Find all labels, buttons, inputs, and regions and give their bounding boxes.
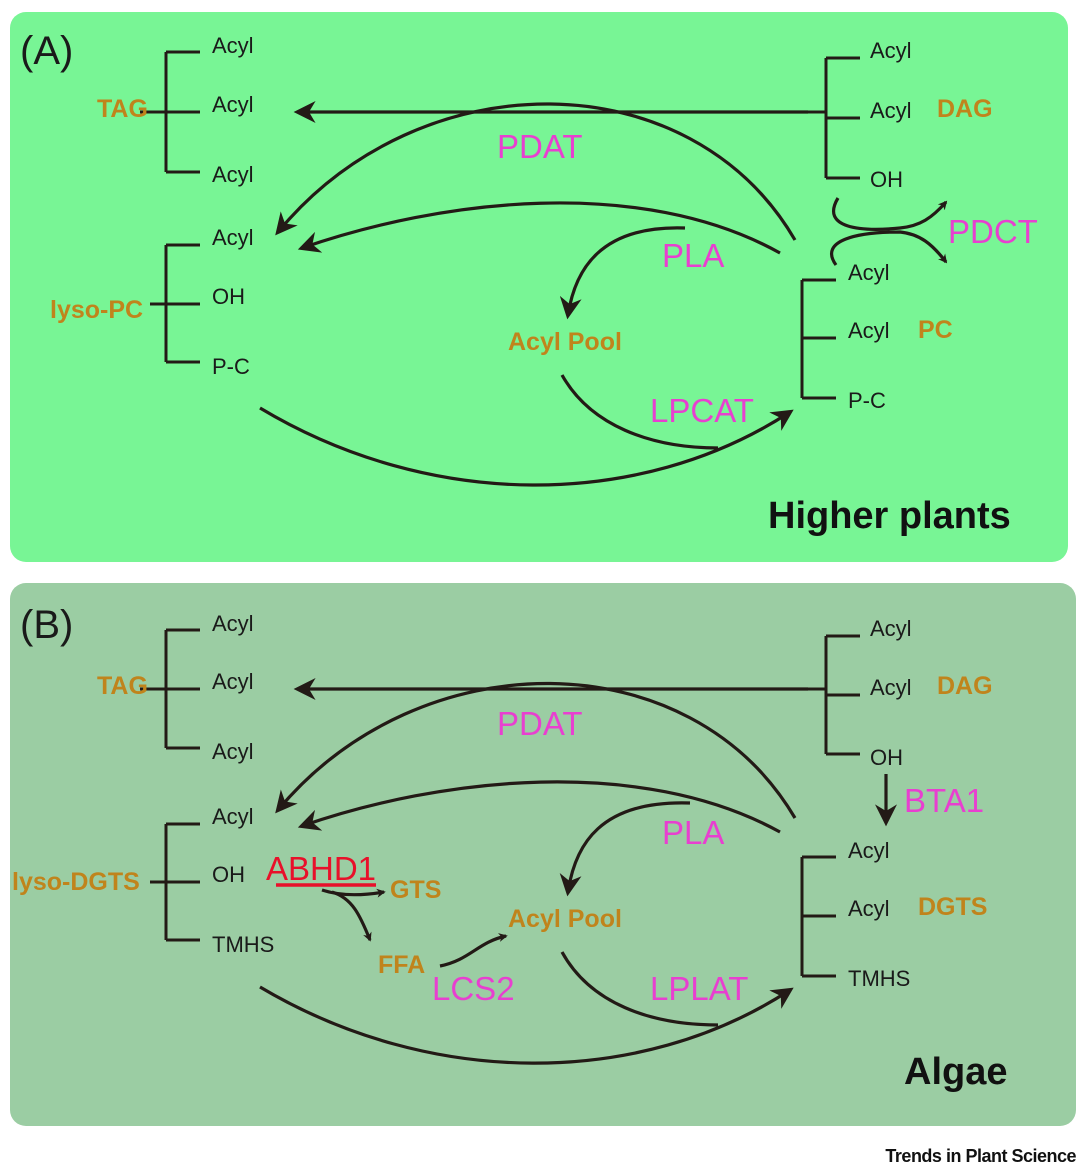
tag-chain-3: Acyl bbox=[212, 162, 254, 187]
pc-chain-3: P-C bbox=[848, 388, 886, 413]
dgts-chain-1: Acyl bbox=[848, 838, 890, 863]
dag-b-chain-2: Acyl bbox=[870, 675, 912, 700]
lyso-to-pc-arrow bbox=[259, 406, 794, 487]
lpcat-enzyme-label: LPCAT bbox=[650, 392, 754, 429]
lyso-dgts-chain-1: Acyl bbox=[212, 804, 254, 829]
pc-chain-1: Acyl bbox=[848, 260, 890, 285]
abhd1-to-ffa-arrow bbox=[331, 890, 372, 942]
dgts-structure: Acyl Acyl TMHS DGTS bbox=[800, 838, 987, 991]
gts-label: GTS bbox=[390, 876, 441, 904]
tag-label-b: TAG bbox=[97, 672, 148, 700]
lyso-pc-chain-3: P-C bbox=[212, 354, 250, 379]
dag-label: DAG bbox=[937, 95, 993, 123]
lyso-dgts-label: lyso-DGTS bbox=[12, 868, 140, 896]
lplat-enzyme-label: LPLAT bbox=[650, 970, 748, 1007]
lyso-pc-label: lyso-PC bbox=[50, 296, 143, 324]
pla-arrow-to-lyso-b bbox=[297, 780, 781, 834]
panel-a: (A) TAG Acyl Acyl Acyl Acyl Acyl OH DAG … bbox=[10, 12, 1068, 562]
lyso-pc-chain-2: OH bbox=[212, 284, 245, 309]
pla-enzyme-label: PLA bbox=[662, 237, 724, 274]
lyso-dgts-structure: lyso-DGTS Acyl OH TMHS bbox=[12, 804, 274, 957]
panel-b-letter: (B) bbox=[20, 603, 73, 647]
pc-chain-2: Acyl bbox=[848, 318, 890, 343]
dgts-chain-2: Acyl bbox=[848, 896, 890, 921]
abhd1-to-gts-arrow bbox=[321, 888, 386, 898]
dag-chain-2: Acyl bbox=[870, 98, 912, 123]
panel-a-letter: (A) bbox=[20, 29, 73, 73]
pla-arrow-to-pool-b bbox=[559, 801, 691, 897]
abhd1-enzyme-label: ABHD1 bbox=[266, 850, 376, 887]
tag-b-chain-1: Acyl bbox=[212, 611, 254, 636]
lyso-to-dgts-arrow bbox=[259, 985, 794, 1065]
dag-label-b: DAG bbox=[937, 672, 993, 700]
journal-credit: Trends in Plant Science bbox=[885, 1146, 1076, 1166]
pla-arrow-to-pool bbox=[559, 226, 686, 320]
acyl-pool-label-b: Acyl Pool bbox=[508, 905, 622, 933]
dag-structure: Acyl Acyl OH DAG bbox=[808, 38, 993, 192]
pdat-enzyme-label-b: PDAT bbox=[497, 705, 583, 742]
panel-b-title: Algae bbox=[904, 1051, 1007, 1093]
lyso-dgts-chain-3: TMHS bbox=[212, 932, 274, 957]
tag-b-chain-2: Acyl bbox=[212, 669, 254, 694]
ffa-to-pool-arrow bbox=[439, 933, 508, 968]
pc-structure: Acyl Acyl P-C PC bbox=[800, 260, 953, 413]
pdat-enzyme-label: PDAT bbox=[497, 128, 583, 165]
tag-chain-2: Acyl bbox=[212, 92, 254, 117]
dgts-chain-3: TMHS bbox=[848, 966, 910, 991]
dag-chain-1: Acyl bbox=[870, 38, 912, 63]
pla-arrow-to-lyso bbox=[297, 201, 781, 255]
tag-structure-b: TAG Acyl Acyl Acyl bbox=[97, 611, 254, 764]
lyso-pc-structure: lyso-PC Acyl OH P-C bbox=[50, 225, 254, 379]
pc-label: PC bbox=[918, 316, 953, 344]
panel-a-title: Higher plants bbox=[768, 495, 1011, 537]
lyso-pc-chain-1: Acyl bbox=[212, 225, 254, 250]
lyso-dgts-chain-2: OH bbox=[212, 862, 245, 887]
pool-to-lpcat-line bbox=[560, 374, 719, 450]
pdct-arrow-top bbox=[832, 197, 948, 231]
ffa-label: FFA bbox=[378, 951, 425, 979]
tag-label: TAG bbox=[97, 95, 148, 123]
pdat-arrow bbox=[275, 102, 797, 241]
panel-b: (B) TAG Acyl Acyl Acyl Acyl Acyl OH DAG … bbox=[10, 583, 1076, 1126]
dag-b-chain-1: Acyl bbox=[870, 616, 912, 641]
panel-b-background bbox=[10, 583, 1076, 1126]
dgts-label: DGTS bbox=[918, 893, 987, 921]
tag-chain-1: Acyl bbox=[212, 33, 254, 58]
pdat-arrow-b bbox=[275, 681, 797, 819]
dag-b-chain-3: OH bbox=[870, 745, 903, 770]
lcs2-enzyme-label: LCS2 bbox=[432, 970, 515, 1007]
pdct-enzyme-label: PDCT bbox=[948, 213, 1038, 250]
panel-a-background bbox=[10, 12, 1068, 562]
dag-structure-b: Acyl Acyl OH DAG bbox=[808, 616, 993, 770]
pool-to-lplat-line bbox=[560, 951, 719, 1027]
tag-structure: TAG Acyl Acyl Acyl bbox=[97, 33, 254, 187]
bta1-enzyme-label: BTA1 bbox=[904, 782, 984, 819]
pdct-arrow-bottom bbox=[830, 230, 948, 266]
acyl-pool-label: Acyl Pool bbox=[508, 328, 622, 356]
pla-enzyme-label-b: PLA bbox=[662, 814, 724, 851]
tag-b-chain-3: Acyl bbox=[212, 739, 254, 764]
dag-chain-3: OH bbox=[870, 167, 903, 192]
